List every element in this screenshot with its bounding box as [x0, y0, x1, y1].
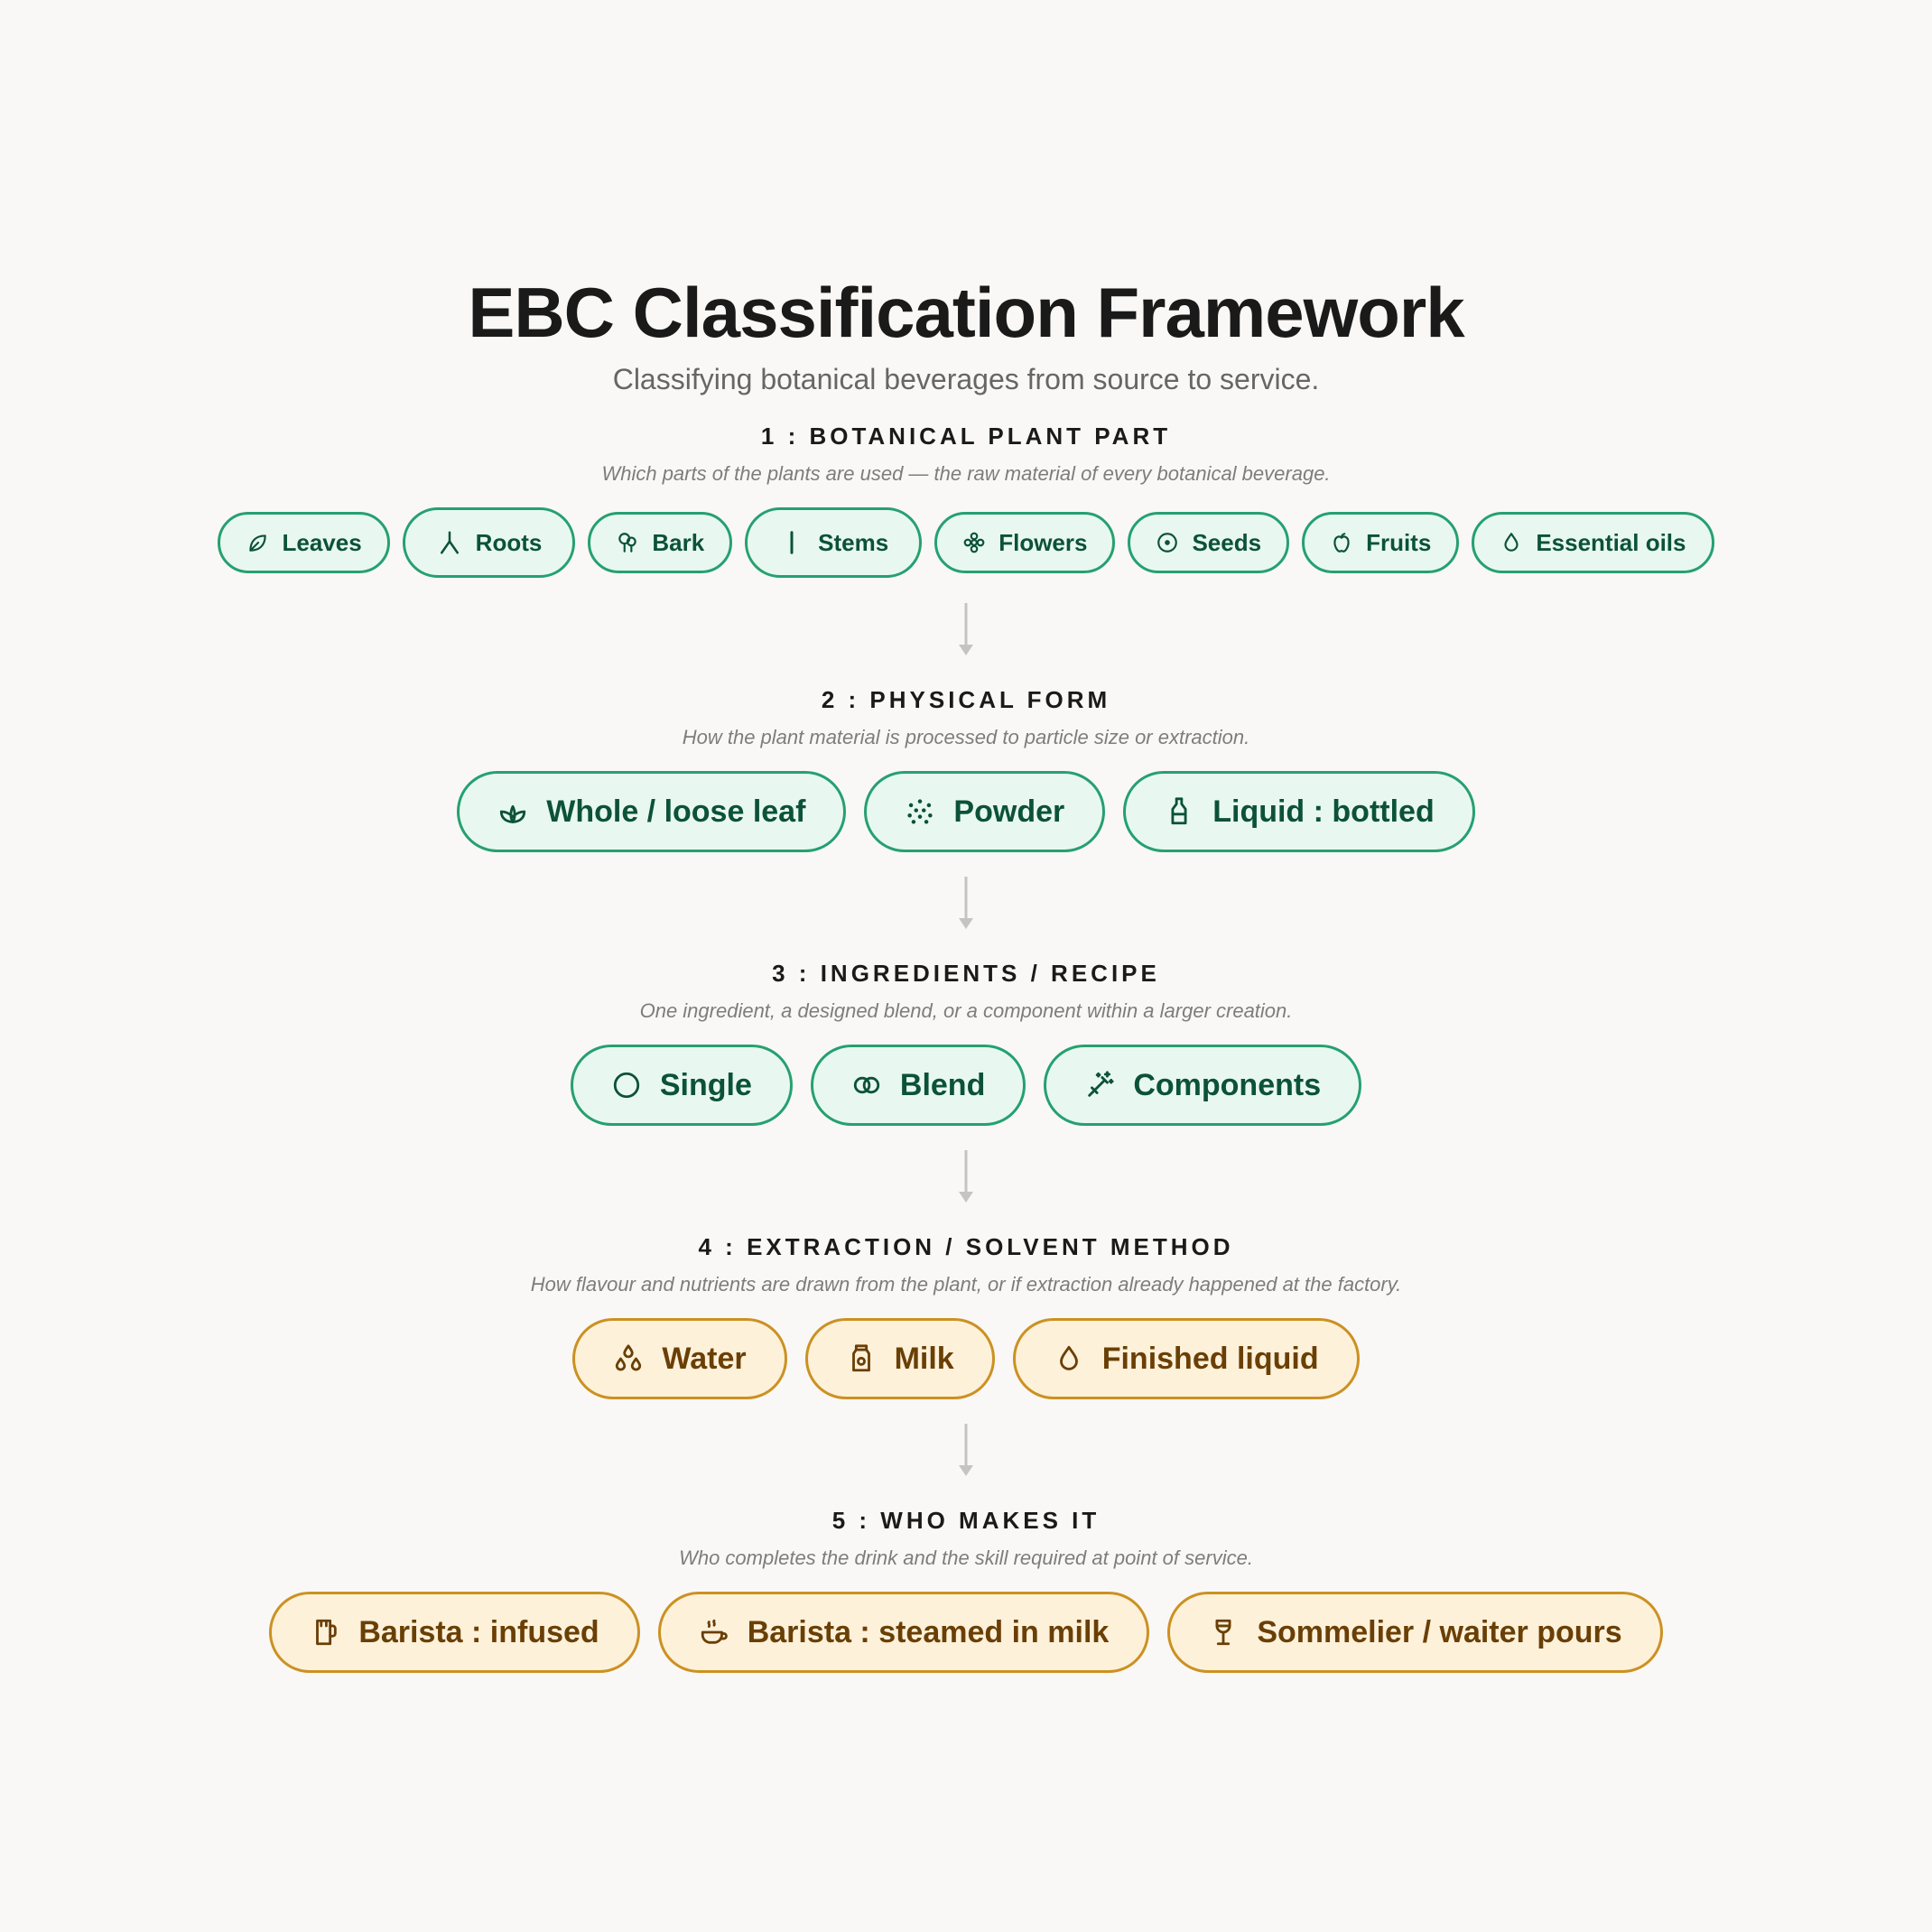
- pill-label: Water: [662, 1341, 747, 1376]
- pill-components[interactable]: Components: [1044, 1045, 1362, 1126]
- pill-label: Barista : infused: [358, 1614, 599, 1649]
- steaming-cup-icon: [701, 1619, 728, 1644]
- apple-icon: [1333, 533, 1350, 553]
- leaf-icon: [249, 534, 267, 552]
- page-subtitle: Classifying botanical beverages from sou…: [612, 363, 1320, 395]
- flower-icon: [963, 532, 985, 553]
- pill-label: Milk: [894, 1341, 954, 1376]
- droplet-icon: [1504, 533, 1519, 552]
- section-label: 3 : INGREDIENTS / RECIPE: [772, 960, 1160, 987]
- roots-icon: [440, 531, 459, 554]
- section-description: Which parts of the plants are used — the…: [601, 462, 1331, 485]
- pill-water[interactable]: Water: [572, 1318, 787, 1399]
- stem-icon: [790, 531, 794, 554]
- pill-label: Whole / loose leaf: [546, 794, 806, 829]
- page-title: EBC Classification Framework: [468, 273, 1464, 352]
- pill-label: Bark: [652, 528, 705, 556]
- seed-icon: [1157, 533, 1178, 553]
- pill-row: Water Milk Finished liquid: [0, 1318, 1932, 1399]
- section-extraction-method: 4 : EXTRACTION / SOLVENT METHOD How flav…: [0, 1231, 1932, 1399]
- section-physical-form: 2 : PHYSICAL FORM How the plant material…: [0, 684, 1932, 852]
- section-label: 5 : WHO MAKES IT: [831, 1507, 1101, 1534]
- pill-leaves[interactable]: Leaves: [218, 512, 390, 573]
- pill-row: Whole / loose leaf Powder Liquid : bottl…: [0, 771, 1932, 852]
- section-description: How the plant material is processed to p…: [682, 726, 1250, 748]
- pill-row: Leaves Roots Bark Stems Flowers Seeds: [0, 507, 1932, 578]
- pill-row: Barista : infused Barista : steamed in m…: [0, 1592, 1932, 1673]
- pill-label: Single: [659, 1067, 752, 1102]
- pill-whole-loose-leaf[interactable]: Whole / loose leaf: [457, 771, 847, 852]
- pill-blend[interactable]: Blend: [810, 1045, 1026, 1126]
- section-description: Who completes the drink and the skill re…: [679, 1547, 1253, 1569]
- section-ingredients-recipe: 3 : INGREDIENTS / RECIPE One ingredient,…: [0, 958, 1932, 1126]
- section-label: 4 : EXTRACTION / SOLVENT METHOD: [698, 1233, 1234, 1260]
- flow-arrow: [959, 877, 973, 929]
- tree-icon: [618, 533, 637, 553]
- pill-roots[interactable]: Roots: [402, 507, 576, 578]
- pill-label: Blend: [899, 1067, 986, 1102]
- pill-essential-oils[interactable]: Essential oils: [1472, 512, 1714, 573]
- pill-row: Single Blend Components: [0, 1045, 1932, 1126]
- pill-flowers[interactable]: Flowers: [934, 512, 1116, 573]
- pill-fruits[interactable]: Fruits: [1302, 512, 1460, 573]
- pill-bark[interactable]: Bark: [588, 512, 733, 573]
- milk-bottle-icon: [851, 1344, 870, 1372]
- pill-label: Leaves: [282, 528, 362, 556]
- pill-single[interactable]: Single: [570, 1045, 793, 1126]
- pill-label: Finished liquid: [1101, 1341, 1319, 1376]
- pill-milk[interactable]: Milk: [804, 1318, 995, 1399]
- pill-label: Powder: [953, 794, 1065, 829]
- flow-arrow: [959, 603, 973, 655]
- magic-wand-icon: [1088, 1071, 1114, 1097]
- pill-barista-steamed-in-milk[interactable]: Barista : steamed in milk: [657, 1592, 1150, 1673]
- section-plant-part: 1 : BOTANICAL PLANT PART Which parts of …: [0, 421, 1932, 578]
- flow-arrow: [959, 1424, 973, 1476]
- pill-powder[interactable]: Powder: [864, 771, 1106, 852]
- flow-arrow: [959, 1150, 973, 1203]
- droplet-icon: [1059, 1345, 1078, 1370]
- pill-label: Sommelier / waiter pours: [1257, 1614, 1622, 1649]
- droplets-icon: [616, 1344, 642, 1371]
- dots-icon: [907, 799, 933, 824]
- section-who-makes-it: 5 : WHO MAKES IT Who completes the drink…: [0, 1505, 1932, 1673]
- circle-icon: [613, 1072, 640, 1099]
- pill-seeds[interactable]: Seeds: [1128, 512, 1290, 573]
- pill-label: Seeds: [1192, 528, 1262, 556]
- section-description: One ingredient, a designed blend, or a c…: [639, 999, 1293, 1022]
- pill-label: Roots: [475, 528, 543, 556]
- pill-label: Essential oils: [1536, 528, 1686, 556]
- wine-glass-icon: [1215, 1619, 1231, 1646]
- bottle-icon: [1171, 797, 1187, 825]
- section-label: 2 : PHYSICAL FORM: [821, 686, 1111, 713]
- section-label: 1 : BOTANICAL PLANT PART: [760, 423, 1172, 450]
- pill-label: Stems: [818, 528, 889, 556]
- pitcher-icon: [316, 1619, 338, 1646]
- pill-stems[interactable]: Stems: [745, 507, 923, 578]
- pill-sommelier-waiter-pours[interactable]: Sommelier / waiter pours: [1167, 1592, 1663, 1673]
- pill-barista-infused[interactable]: Barista : infused: [269, 1592, 640, 1673]
- pill-label: Components: [1133, 1067, 1322, 1102]
- section-description: How flavour and nutrients are drawn from…: [530, 1273, 1402, 1296]
- pill-label: Fruits: [1366, 528, 1432, 556]
- pill-liquid-bottled[interactable]: Liquid : bottled: [1123, 771, 1475, 852]
- pill-finished-liquid[interactable]: Finished liquid: [1012, 1318, 1360, 1399]
- pill-label: Flowers: [999, 528, 1088, 556]
- sprout-icon: [500, 804, 526, 823]
- link-rings-icon: [853, 1076, 880, 1094]
- pill-label: Barista : steamed in milk: [747, 1614, 1110, 1649]
- pill-label: Liquid : bottled: [1212, 794, 1435, 829]
